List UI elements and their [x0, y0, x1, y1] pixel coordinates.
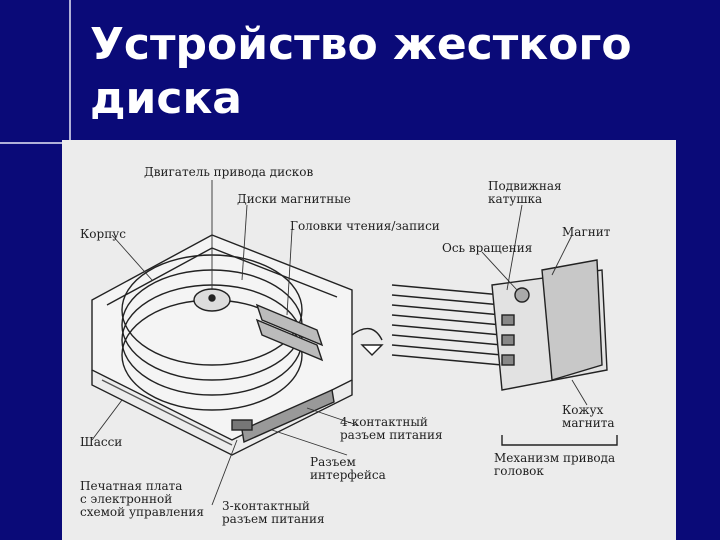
head-arm — [255, 303, 324, 347]
label-power4-line-1: 4-контактный — [340, 415, 428, 429]
label-pcb-line-3: схемой управления — [80, 505, 204, 519]
head-arm-2 — [255, 318, 324, 362]
actuator-arrow-head — [360, 344, 384, 356]
label-case: Корпус — [80, 227, 126, 241]
label-coil-line-2: катушка — [488, 192, 543, 206]
spindle-center — [208, 294, 216, 302]
label-interface-line-1: Разъем — [310, 455, 356, 469]
label-axis: Ось вращения — [442, 241, 533, 255]
label-actuator: Механизм привода головок — [494, 452, 615, 478]
decorative-vertical-line — [69, 0, 71, 140]
label-chassis: Шасси — [80, 435, 123, 449]
label-power4: 4-контактный разъем питания — [340, 416, 443, 442]
coil-slot-1 — [501, 314, 515, 326]
label-magnet-cover-line-2: магнита — [562, 416, 615, 430]
actuator-arrow — [351, 327, 383, 341]
label-interface: Разъем интерфейса — [310, 456, 386, 482]
label-coil-line-1: Подвижная — [488, 179, 562, 193]
label-magnet-cover: Кожух магнита — [562, 404, 615, 430]
hard-drive-illustration — [91, 180, 618, 506]
coil-slot-3 — [501, 354, 515, 366]
label-power4-line-2: разъем питания — [340, 428, 443, 442]
slide-title-line-1: Устройство жесткого — [90, 19, 632, 70]
label-motor: Двигатель привода дисков — [144, 165, 314, 179]
label-pcb: Печатная плата с электронной схемой упра… — [80, 480, 204, 519]
actuator-arms — [391, 284, 503, 366]
label-actuator-line-1: Механизм привода — [494, 451, 616, 465]
label-power3-line-1: 3-контактный — [222, 499, 310, 513]
label-pcb-line-1: Печатная плата — [80, 479, 183, 493]
label-interface-line-2: интерфейса — [310, 468, 386, 482]
decorative-horizontal-line — [0, 142, 70, 144]
label-coil: Подвижная катушка — [488, 180, 562, 206]
slide-title: Устройство жесткого диска — [90, 18, 690, 126]
label-pcb-line-2: с электронной — [80, 492, 173, 506]
label-actuator-line-2: головок — [494, 464, 544, 478]
slide-title-line-2: диска — [90, 73, 243, 124]
drive-base-front — [91, 370, 353, 456]
coil-slot-2 — [501, 334, 515, 346]
hard-drive-diagram: Двигатель привода дисков Диски магнитные… — [62, 140, 676, 540]
label-magnet-cover-line-1: Кожух — [562, 403, 604, 417]
label-power3: 3-контактный разъем питания — [222, 500, 325, 526]
actuator-bracket — [501, 435, 618, 446]
label-magnet: Магнит — [562, 225, 611, 239]
magnet-block — [541, 259, 603, 381]
label-heads: Головки чтения/записи — [290, 219, 440, 233]
rotation-axis — [514, 287, 530, 303]
label-power3-line-2: разъем питания — [222, 512, 325, 526]
interface-connector — [241, 388, 335, 444]
label-disks: Диски магнитные — [237, 192, 351, 206]
chassis-rail — [101, 379, 233, 446]
power-connector — [231, 419, 253, 431]
